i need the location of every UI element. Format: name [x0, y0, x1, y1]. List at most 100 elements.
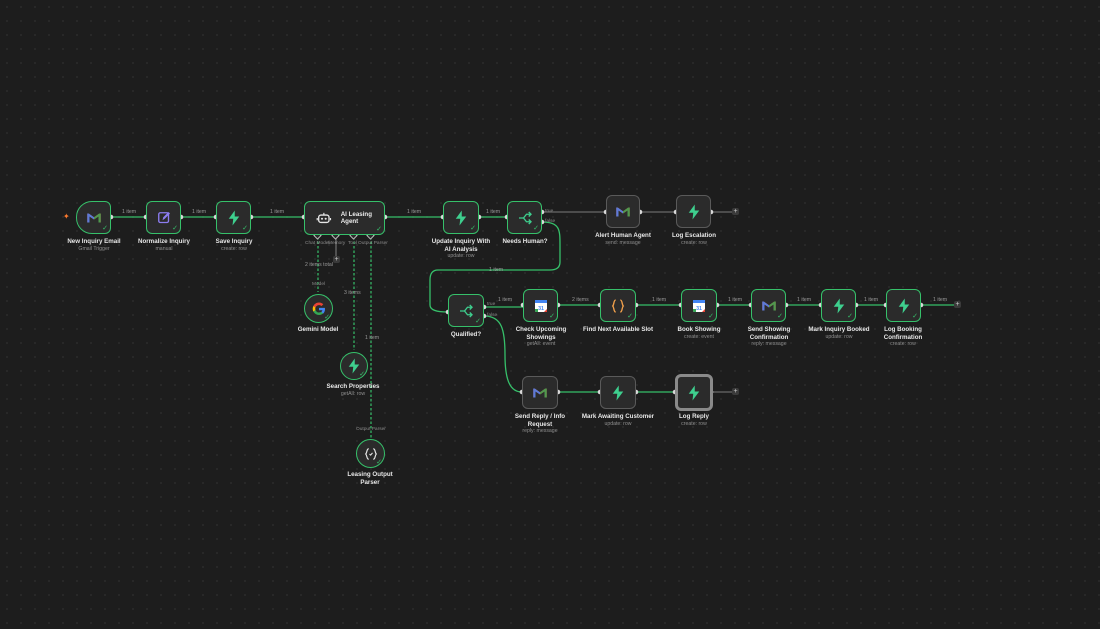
gmail-icon	[533, 388, 547, 397]
edge-label-tool-items: 3 items	[344, 290, 361, 296]
node-normalize-inquiry[interactable]: ✓	[146, 201, 181, 234]
node-find-next-available-slot[interactable]: ✓	[600, 289, 636, 322]
node-log-escalation[interactable]	[676, 195, 711, 228]
output-label-true: true	[545, 209, 554, 214]
node-save-inquiry[interactable]: ✓	[216, 201, 251, 234]
edge-label-model-total: 2 items total	[305, 262, 333, 268]
edge-label: 1 item	[489, 267, 504, 273]
add-node-button[interactable]: +	[732, 208, 739, 215]
success-check-icon: ✓	[324, 314, 330, 321]
edge-label: 1 item	[407, 209, 422, 215]
node-mark-inquiry-booked[interactable]: ✓	[821, 289, 856, 322]
node-send-showing-confirmation[interactable]: ✓	[751, 289, 786, 322]
node-title: Find Next Available Slot	[582, 326, 654, 333]
add-node-button[interactable]: +	[732, 388, 739, 395]
node-alert-human-agent[interactable]	[606, 195, 640, 228]
google-icon	[312, 302, 325, 315]
node-title: Leasing Output Parser	[347, 471, 393, 486]
node-leasing-output-parser[interactable]: ✓	[356, 439, 385, 468]
bolt-icon	[612, 385, 624, 400]
success-check-icon: ✓	[359, 371, 365, 378]
calendar-icon: 31	[693, 299, 705, 312]
node-mark-awaiting-customer[interactable]	[600, 376, 636, 409]
success-check-icon: ✓	[708, 313, 714, 320]
branch-icon	[518, 211, 532, 224]
success-check-icon: ✓	[549, 313, 555, 320]
pencil-icon	[157, 211, 170, 223]
success-check-icon: ✓	[376, 459, 382, 466]
port-label-chat-model: Chat Model	[305, 241, 330, 246]
node-qualified[interactable]: ✓	[448, 294, 484, 327]
success-check-icon: ✓	[102, 225, 108, 232]
bolt-icon	[688, 204, 699, 219]
node-title: Gemini Model	[297, 326, 339, 333]
edge-label: 1 item	[933, 297, 948, 303]
code-braces-icon	[611, 298, 625, 313]
branch-icon	[460, 304, 473, 317]
output-label-false: false	[487, 313, 498, 318]
node-gemini-model[interactable]: ✓	[304, 294, 333, 323]
success-check-icon: ✓	[242, 225, 248, 232]
bolt-icon	[898, 298, 909, 313]
success-check-icon: ✓	[470, 225, 476, 232]
port-label-output-parser-input: Output Parser	[356, 427, 386, 432]
add-memory-button[interactable]: +	[333, 256, 340, 263]
bolt-icon	[228, 210, 239, 225]
bolt-icon	[833, 298, 844, 313]
node-new-inquiry-email[interactable]: ✓	[76, 201, 111, 234]
node-title: Qualified?	[450, 331, 482, 338]
edge-label: 1 item	[797, 297, 812, 303]
success-check-icon: ✓	[627, 313, 633, 320]
gmail-icon	[761, 301, 776, 310]
port-label-model: Model	[312, 282, 326, 287]
node-needs-human[interactable]: ✓	[507, 201, 542, 234]
edge-label: 1 item	[122, 209, 137, 215]
braces-icon	[364, 447, 377, 460]
success-check-icon: ✓	[777, 313, 783, 320]
node-title: AI Leasing Agent	[340, 210, 372, 226]
node-log-booking-confirmation[interactable]: ✓	[886, 289, 921, 322]
node-check-upcoming-showings[interactable]: 31 ✓	[523, 289, 558, 322]
trigger-spark-icon: ✦	[63, 212, 70, 221]
node-title: Needs Human?	[502, 238, 548, 245]
edge-label: 1 item	[486, 209, 501, 215]
edge-label: 1 item	[864, 297, 879, 303]
success-check-icon: ✓	[376, 226, 382, 233]
success-check-icon: ✓	[172, 225, 178, 232]
output-label-false: false	[545, 219, 556, 224]
node-search-properties[interactable]: ✓	[340, 352, 368, 380]
edge-label: 1 item	[652, 297, 667, 303]
edge-label-parser-items: 1 item	[365, 335, 380, 341]
svg-text:31: 31	[538, 305, 544, 311]
node-ai-leasing-agent[interactable]: AI Leasing Agent ✓	[304, 201, 385, 235]
node-log-reply[interactable]	[675, 374, 713, 411]
robot-icon	[316, 212, 332, 224]
port-label-output-parser: Output Parser	[358, 241, 388, 246]
edge-label: 1 item	[192, 209, 207, 215]
success-check-icon: ✓	[847, 313, 853, 320]
success-check-icon: ✓	[912, 313, 918, 320]
edge-label: 1 item	[728, 297, 743, 303]
bolt-icon	[455, 210, 467, 225]
add-node-button[interactable]: +	[954, 301, 961, 308]
success-check-icon: ✓	[533, 225, 539, 232]
node-send-reply-info-request[interactable]	[522, 376, 558, 409]
success-check-icon: ✓	[475, 318, 481, 325]
edge-label: 1 item	[270, 209, 285, 215]
node-update-inquiry[interactable]: ✓	[443, 201, 479, 234]
node-book-showing[interactable]: 31 ✓	[681, 289, 717, 322]
